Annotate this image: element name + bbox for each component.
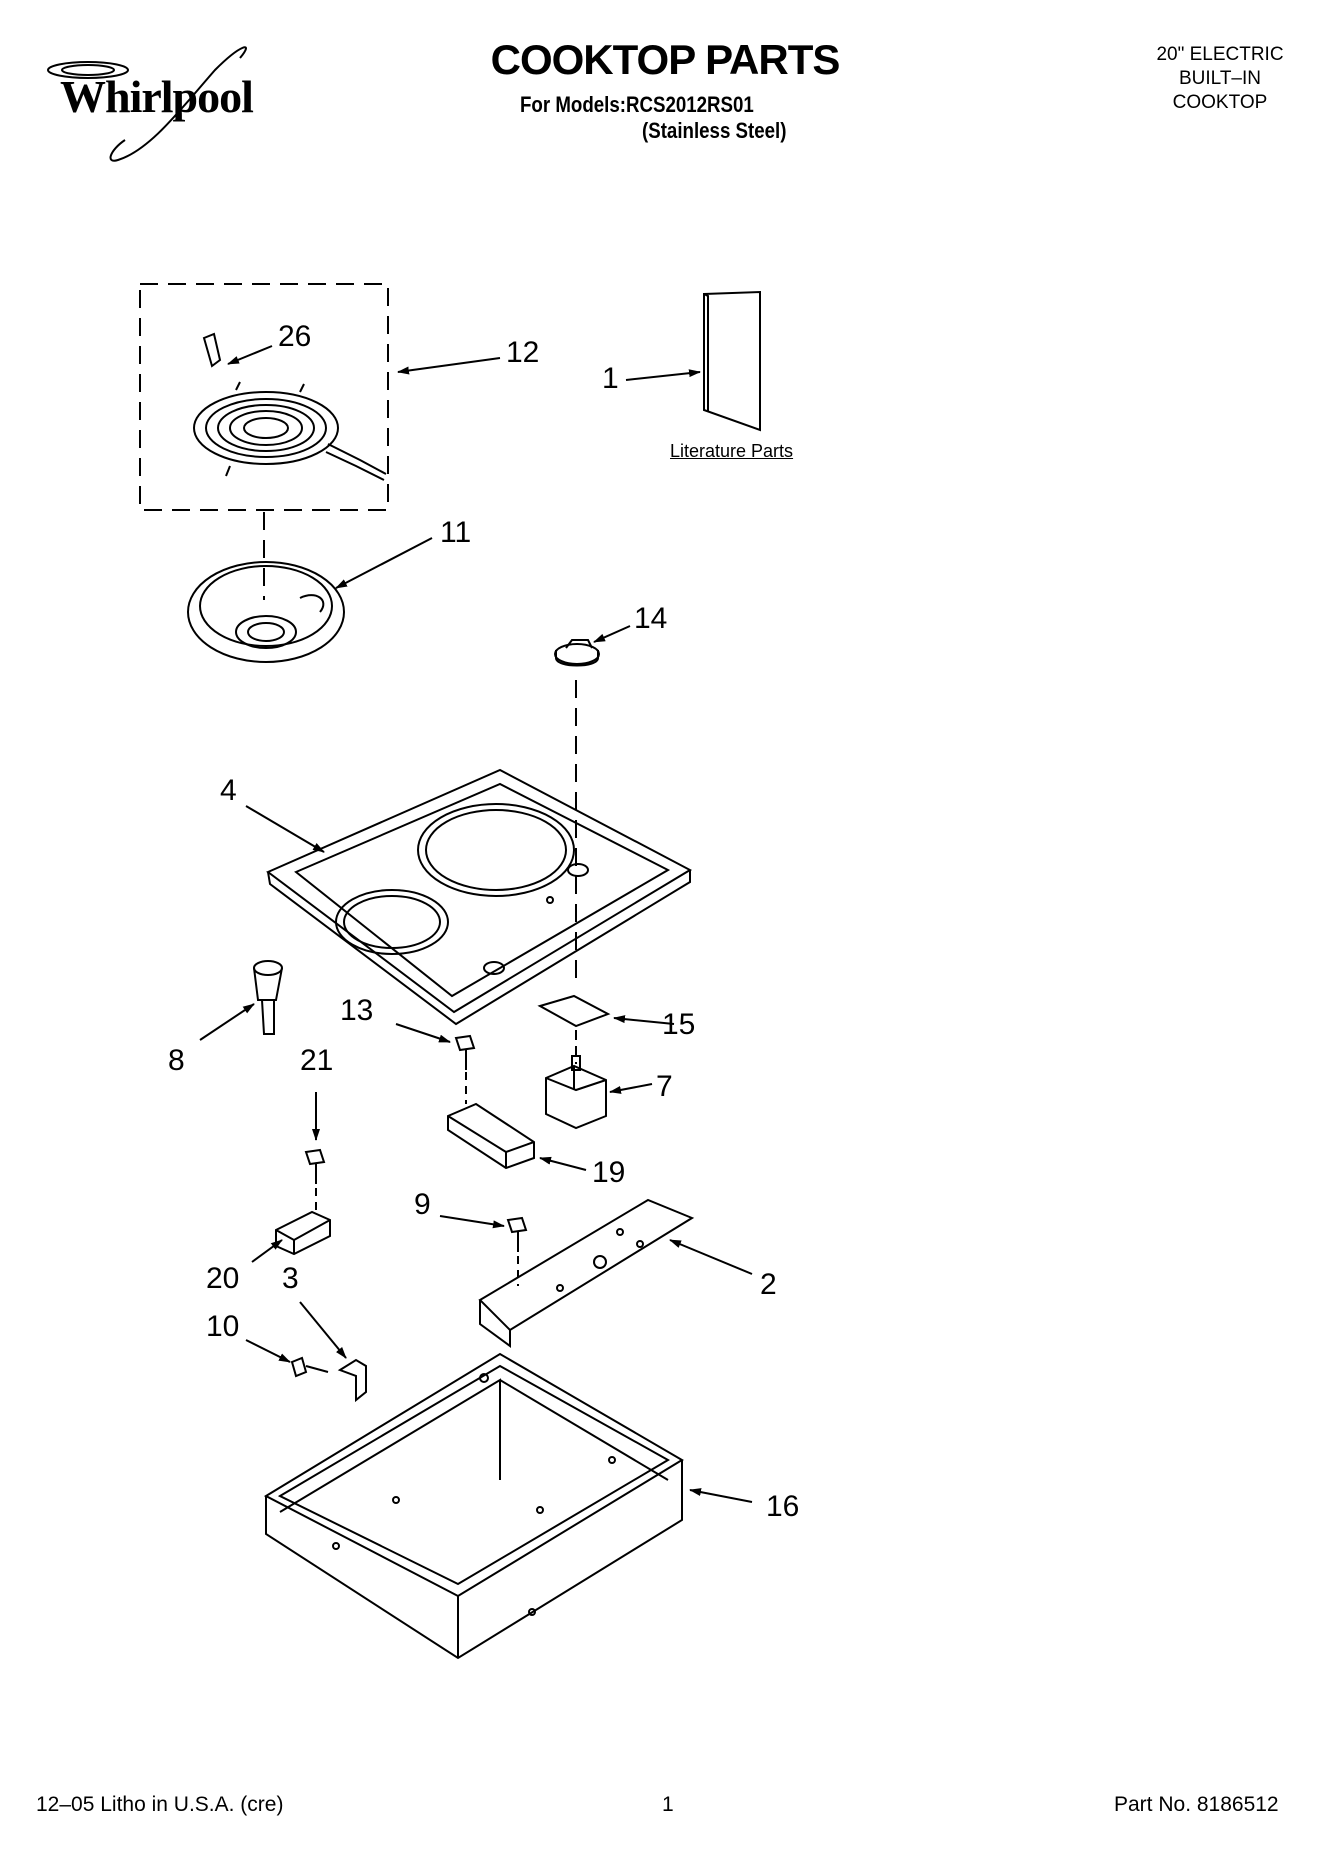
callout-2: 2	[760, 1268, 777, 1301]
part-21-screw	[304, 1148, 326, 1184]
callout-19: 19	[592, 1156, 626, 1189]
brand-logo-text: Whirlpool	[60, 71, 254, 122]
page-title: COOKTOP PARTS	[490, 36, 841, 83]
part-10-screw	[290, 1356, 329, 1378]
spec-line-1: 20" ELECTRIC	[1156, 44, 1284, 65]
callout-3: 3	[282, 1262, 299, 1295]
callout-16: 16	[766, 1490, 800, 1523]
callout-20: 20	[206, 1262, 240, 1295]
part-16-cooktop-box	[263, 1352, 684, 1660]
footer-part-number: Part No. 8186512	[1114, 1793, 1279, 1816]
part-7-infinite-switch	[545, 1055, 607, 1130]
part-9-screw	[506, 1216, 528, 1252]
part-11-drip-bowl	[187, 561, 345, 663]
callout-26: 26	[278, 320, 312, 353]
callout-14: 14	[634, 602, 668, 635]
literature-parts-label: Literature Parts	[670, 441, 794, 461]
footer-litho: 12–05 Litho in U.S.A. (cre)	[36, 1793, 284, 1816]
callout-1: 1	[602, 362, 619, 395]
part-8-indicator-light	[253, 960, 283, 1035]
callout-11: 11	[440, 516, 472, 549]
part-15-switch-plate	[537, 994, 611, 1028]
callout-13: 13	[340, 994, 374, 1027]
callout-4: 4	[220, 774, 237, 807]
part-1-literature-booklet	[703, 290, 761, 432]
callout-7: 7	[656, 1070, 673, 1103]
part-2-control-bracket	[478, 1198, 695, 1348]
part-3-bracket	[337, 1358, 367, 1403]
spec-line-2: BUILT–IN	[1178, 68, 1261, 89]
callout-9: 9	[414, 1188, 431, 1221]
callout-15: 15	[662, 1008, 696, 1041]
footer-page-number: 1	[662, 1793, 674, 1816]
callout-10: 10	[206, 1310, 240, 1343]
whirlpool-logo-icon	[47, 46, 247, 162]
part-12-surface-element	[193, 381, 387, 481]
callout-leader-lines	[199, 345, 753, 1503]
part-19-bracket	[447, 1102, 535, 1170]
model-variant-line: (Stainless Steel)	[642, 118, 787, 143]
part-13-screw	[454, 1034, 476, 1070]
callout-12: 12	[506, 336, 540, 369]
part-26-receptacle-clip	[202, 332, 222, 368]
part-14-control-knob	[554, 639, 600, 667]
model-number-line: For Models:RCS2012RS01	[520, 92, 754, 117]
callout-21: 21	[300, 1044, 334, 1077]
part-20-bracket	[275, 1210, 331, 1256]
surface-element-group-box	[139, 283, 389, 511]
spec-line-3: COOKTOP	[1172, 92, 1268, 113]
part-4-cooktop-main-top	[266, 768, 693, 1026]
callout-8: 8	[168, 1044, 185, 1077]
